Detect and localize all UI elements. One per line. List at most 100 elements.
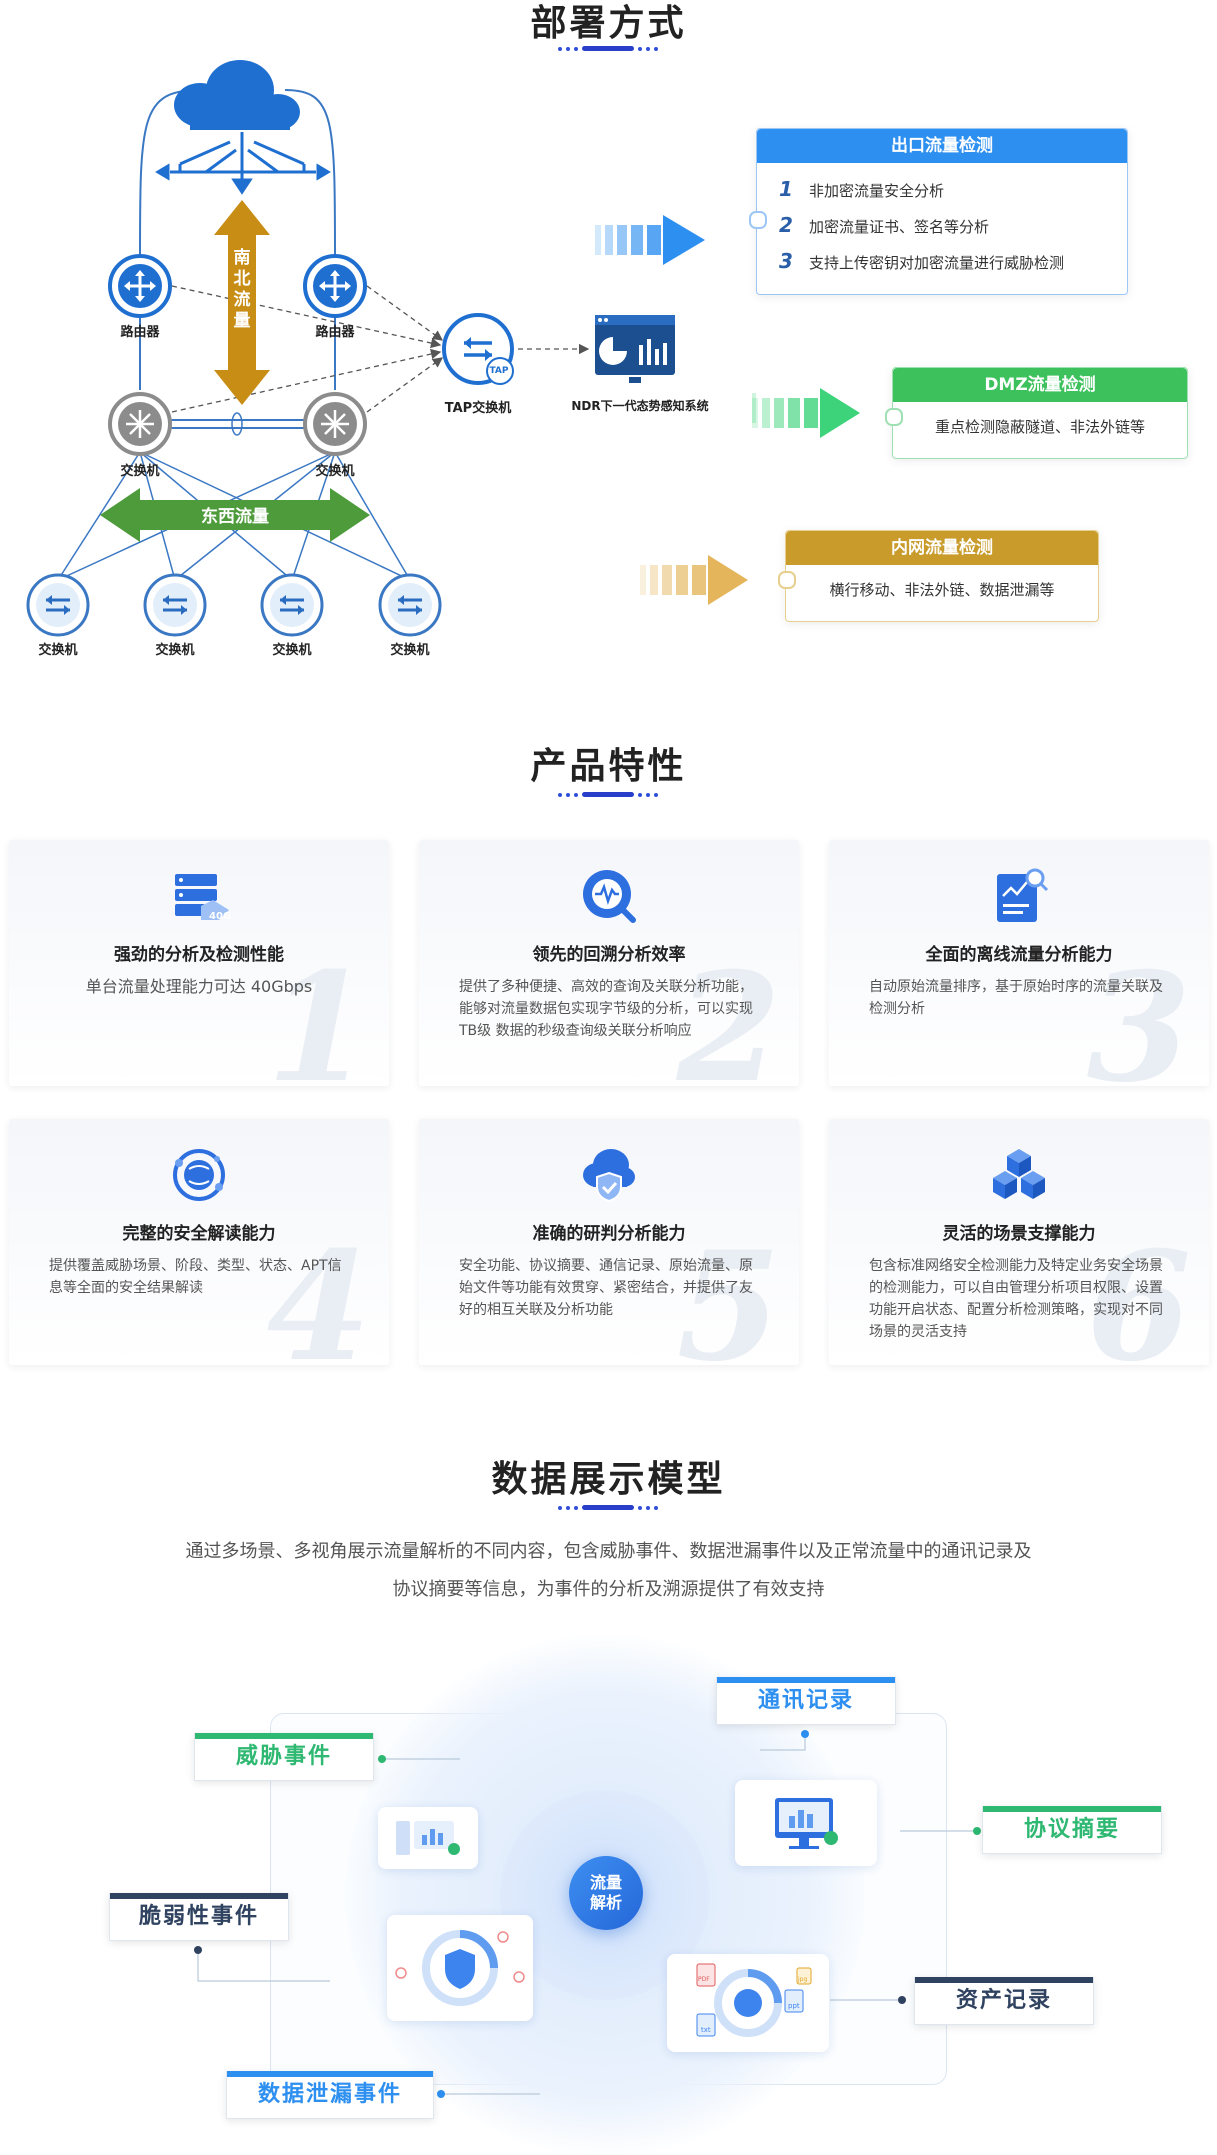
tag-asset-records[interactable]: 资产记录	[914, 1977, 1094, 2025]
feature-title: 完整的安全解读能力	[122, 1224, 276, 1244]
feature-desc: 单台流量处理能力可达 40Gbps	[85, 977, 313, 996]
export-arrow	[595, 215, 705, 265]
east-west-label: 东西流量	[201, 507, 269, 527]
badge-40g: 40G	[209, 911, 232, 922]
server-40g-icon	[175, 874, 229, 920]
title-decoration	[558, 792, 658, 798]
connector-dot	[778, 571, 796, 589]
feature-number: 1	[266, 940, 371, 1086]
file-label-txt: txt	[701, 2026, 711, 2034]
north-south-arrow	[214, 200, 270, 405]
tap-switch-label: TAP交换机	[444, 401, 512, 416]
access-switch-label-1: 交换机	[38, 643, 78, 658]
model-intro-line-1: 通过多场景、多视角展示流量解析的不同内容，包含威胁事件、数据泄漏事件以及正常流量…	[185, 1541, 1032, 1562]
file-label-pdf: PDF	[698, 1976, 710, 1983]
access-switch-label-3: 交换机	[272, 643, 312, 658]
connector-dot	[749, 211, 767, 229]
east-west-arrow	[100, 488, 370, 542]
core-switch-icon-right	[303, 392, 367, 456]
network-topology-diagram	[26, 60, 756, 637]
tag-communication-records[interactable]: 通讯记录	[716, 1677, 896, 1725]
mini-card-server	[378, 1807, 478, 1869]
search-chat-icon	[583, 870, 636, 923]
router-label-right: 路由器	[315, 325, 355, 340]
feature-number: 4	[266, 1219, 371, 1365]
tap-badge: TAP	[489, 366, 509, 376]
feature-title: 准确的研判分析能力	[532, 1224, 686, 1244]
feature-desc: 提供覆盖威胁场景、阶段、类型、状态、APT信息等全面的安全结果解读	[49, 1258, 342, 1296]
north-south-label: 南北流量	[233, 248, 251, 331]
deploy-title: 部署方式	[530, 3, 687, 44]
export-detection-title: 出口流量检测	[757, 129, 1127, 163]
model-connectors	[194, 1730, 981, 2098]
intranet-detection-text: 横行移动、非法外链、数据泄漏等	[829, 581, 1055, 599]
feature-card-1: 1 40G 强劲的分析及检测性能 单台流量处理能力可达 40Gbps	[9, 840, 389, 1086]
feature-card-3: 3 全面的离线流量分析能力 自动原始流量排序，基于原始时序的流量关联及检测分析	[829, 840, 1209, 1086]
tag-vulnerability-events[interactable]: 脆弱性事件	[109, 1893, 289, 1941]
globe-network-icon	[173, 1149, 225, 1201]
feature-title: 强劲的分析及检测性能	[114, 945, 284, 965]
cubes-icon	[993, 1149, 1045, 1199]
model-intro-line-2: 协议摘要等信息，为事件的分析及溯源提供了有效支持	[392, 1579, 825, 1600]
feature-desc: 自动原始流量排序，基于原始时序的流量关联及检测分析	[869, 979, 1163, 1017]
tag-protocol-summary[interactable]: 协议摘要	[982, 1806, 1162, 1854]
feature-card-6: 6 灵活的场景支撑能力 包含标准网络安全检测能力及特定业务安全场景的检测能力，可…	[829, 1119, 1209, 1365]
feature-desc: 安全功能、协议摘要、通信记录、原始流量、原始文件等功能有效贯穿、紧密结合，并提供…	[459, 1258, 753, 1318]
intranet-detection-title: 内网流量检测	[786, 531, 1098, 565]
features-title: 产品特性	[530, 746, 687, 787]
dmz-detection-card: DMZ流量检测 重点检测隐蔽隧道、非法外链等	[885, 367, 1188, 459]
router-icon-right	[303, 254, 367, 318]
title-decoration	[558, 1505, 658, 1511]
shield-ring-icon	[395, 1930, 525, 2006]
intranet-arrow-shape	[640, 552, 750, 608]
cloud-icon	[174, 60, 300, 130]
center-flow-analysis: 流量 解析	[569, 1856, 643, 1930]
model-title: 数据展示模型	[491, 1459, 726, 1500]
feature-card-5: 5 准确的研判分析能力 安全功能、协议摘要、通信记录、原始流量、原始文件等功能有…	[419, 1119, 799, 1365]
center-label-1: 流量	[589, 1873, 622, 1892]
tag-data-leak-events[interactable]: 数据泄漏事件	[226, 2071, 434, 2119]
file-label-ppt: ppt	[788, 2002, 800, 2010]
feature-number: 5	[676, 1219, 781, 1365]
cloud-shield-icon	[583, 1149, 635, 1203]
dmz-arrow-shape	[752, 385, 862, 441]
connector-dot	[885, 408, 903, 426]
feature-title: 领先的回溯分析效率	[532, 945, 686, 965]
feature-desc: 提供了多种便捷、高效的查询及关联分析功能，能够对流量数据包实现字节级的分析，可以…	[459, 979, 753, 1039]
feature-number: 3	[1086, 940, 1191, 1086]
router-label-left: 路由器	[120, 325, 160, 340]
center-label-2: 解析	[589, 1893, 622, 1912]
title-decoration	[558, 46, 658, 52]
tag-threat-events[interactable]: 威胁事件	[194, 1733, 374, 1781]
server-chart-icon	[396, 1821, 460, 1855]
dmz-detection-text: 重点检测隐蔽隧道、非法外链等	[934, 418, 1145, 436]
access-switch-label-2: 交换机	[155, 643, 195, 658]
intranet-detection-card: 内网流量检测 横行移动、非法外链、数据泄漏等	[778, 530, 1099, 622]
monitor-chart-icon	[775, 1798, 838, 1849]
feature-desc: 包含标准网络安全检测能力及特定业务安全场景的检测能力，可以自由管理分析项目权限、…	[869, 1258, 1163, 1340]
feature-number: 2	[676, 940, 781, 1086]
chart-report-icon	[997, 868, 1049, 922]
mini-card-shield	[387, 1915, 533, 2021]
feature-title: 灵活的场景支撑能力	[942, 1224, 1096, 1244]
core-switch-label-left: 交换机	[120, 464, 160, 479]
feature-number: 6	[1086, 1219, 1191, 1365]
dmz-detection-title: DMZ流量检测	[893, 368, 1187, 402]
file-label-jpg: jpg	[798, 1976, 808, 1983]
feature-card-4: 4 完整的安全解读能力 提供覆盖威胁场景、阶段、类型、状态、APT信息等全面的安…	[9, 1119, 389, 1365]
files-ring-icon	[696, 1963, 812, 2037]
tap-switch-icon	[442, 313, 514, 385]
access-switch-label-4: 交换机	[390, 643, 430, 658]
router-icon-left	[108, 254, 172, 318]
feature-card-2: 2 领先的回溯分析效率 提供了多种便捷、高效的查询及关联分析功能，能够对流量数据…	[419, 840, 799, 1086]
core-switch-label-right: 交换机	[315, 464, 355, 479]
feature-title: 全面的离线流量分析能力	[925, 945, 1113, 965]
mini-card-monitor	[735, 1780, 877, 1866]
mini-card-files: PDF txt ppt jpg	[667, 1954, 829, 2052]
ndr-system-label: NDR下一代态势感知系统	[571, 399, 709, 413]
dmz-arrow	[752, 393, 756, 423]
